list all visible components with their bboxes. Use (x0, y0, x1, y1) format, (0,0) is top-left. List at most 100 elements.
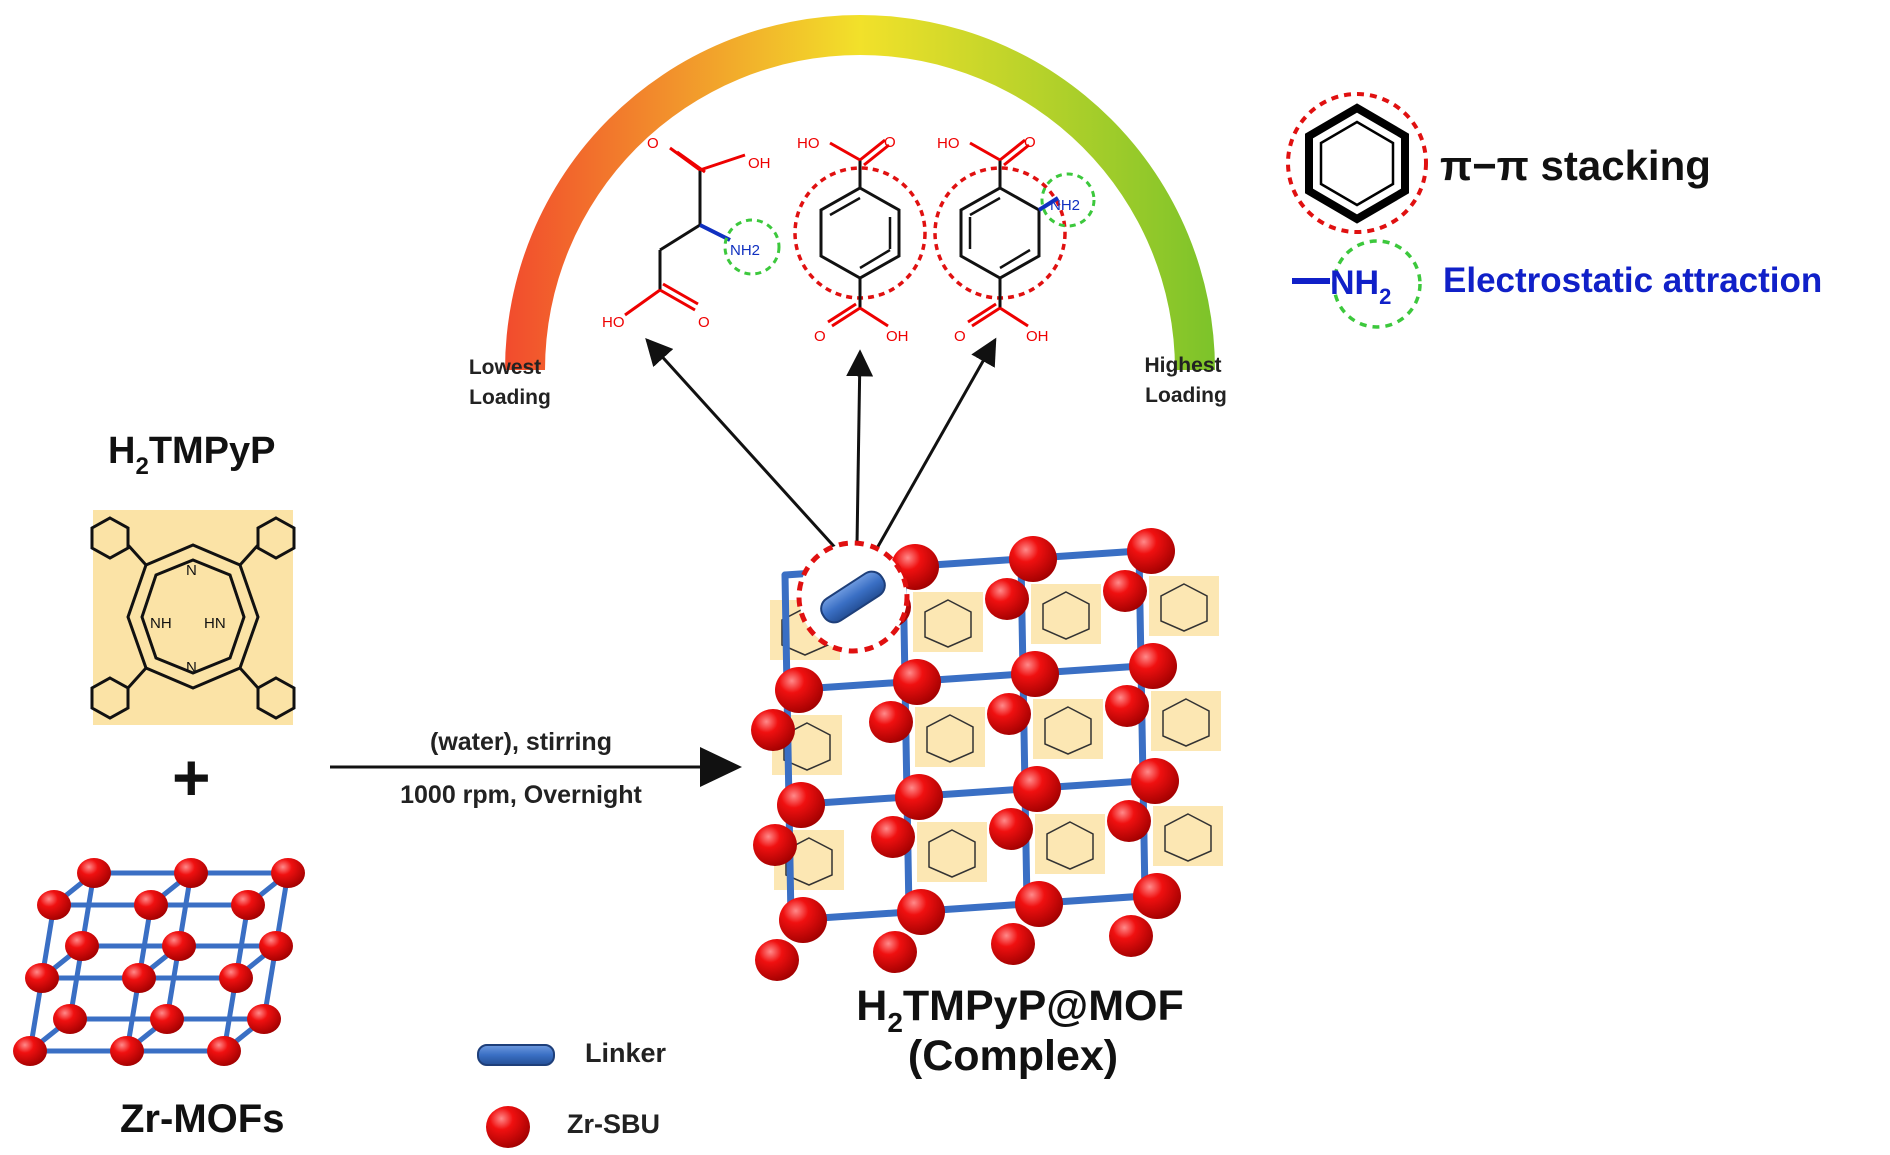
mol1-oh: OH (748, 155, 771, 172)
linker-legend-label: Linker (585, 1038, 667, 1068)
mol3-nh2-circle (1040, 172, 1096, 228)
porphyrin-tile (1149, 576, 1219, 636)
zr-sbu-node (271, 858, 305, 888)
mol1-o-top: O (647, 135, 659, 152)
zr-sbu-node (1133, 873, 1181, 919)
zr-sbu-node (1015, 881, 1063, 927)
zr-sbu-node (247, 1004, 281, 1034)
zr-sbu-node (987, 693, 1031, 735)
zr-sbu-node (13, 1036, 47, 1066)
porphyrin-tile (1035, 814, 1105, 874)
gauge-low-label-1: Lowest (469, 356, 541, 379)
benzene-icon (1305, 103, 1409, 224)
gauge-high-label-2: Loading (1145, 384, 1227, 407)
porphyrin-tile-ring (1160, 583, 1208, 632)
porphyrin-background (93, 510, 293, 725)
linker-icon (477, 1044, 555, 1066)
zr-sbu-node (985, 578, 1029, 620)
mol3-oh: OH (1026, 328, 1049, 345)
highlighted-linker (820, 570, 886, 624)
zr-sbu-node (174, 858, 208, 888)
zr-sbu-node (110, 1036, 144, 1066)
zr-sbu-node (65, 931, 99, 961)
zr-sbu-node (1127, 528, 1175, 574)
zr-sbu-node (122, 963, 156, 993)
mol3-o-top: O (1024, 134, 1036, 151)
bottom-legend: Linker Zr-SBU (477, 1038, 667, 1148)
molecule-aspartic-acid (624, 146, 746, 317)
zr-sbu-node (259, 931, 293, 961)
zr-sbu-node (219, 963, 253, 993)
mol1-nh2: NH2 (730, 242, 760, 259)
nh2-legend-text: NH2 (1330, 264, 1391, 309)
porphyrin-n-top: N (186, 562, 197, 579)
porphyrin-tile-ring (1046, 821, 1094, 870)
pi-legend-circle (1286, 92, 1428, 234)
zr-sbu-node (1107, 800, 1151, 842)
porphyrin-tile-ring (928, 829, 976, 878)
complex-label: H2TMPyP@MOF (856, 982, 1183, 1038)
porphyrin-tile-ring (926, 714, 974, 763)
zr-sbu-node (53, 1004, 87, 1034)
gauge-low-label-2: Loading (469, 386, 551, 409)
zr-sbu-node (893, 659, 941, 705)
zr-sbu-node (25, 963, 59, 993)
electrostatic-label: Electrostatic attraction (1443, 261, 1822, 300)
mol1-o-bottom: O (698, 314, 710, 331)
mol2-oh: OH (886, 328, 909, 345)
zr-sbu-node (37, 890, 71, 920)
gauge-arc (505, 15, 1215, 370)
zr-mof-label: Zr-MOFs (120, 1097, 284, 1141)
complex-label-line2: (Complex) (908, 1032, 1118, 1080)
porphyrin-tile (1031, 584, 1101, 644)
zr-sbu-node (779, 897, 827, 943)
porphyrin-tile (917, 822, 987, 882)
plus-sign: + (172, 740, 211, 814)
mol3-o-bottom: O (954, 328, 966, 345)
zr-sbu-node (1013, 766, 1061, 812)
porphyrin-tile (915, 707, 985, 767)
zr-sbu-node (991, 923, 1035, 965)
zr-sbu-node (775, 667, 823, 713)
arrow-to-mol1 (645, 337, 842, 555)
mol2-o-top: O (884, 134, 896, 151)
molecule-aspartic-labels: OH O HO O NH2 (602, 135, 781, 331)
linker-highlight (796, 540, 910, 654)
zr-sbu-node (897, 889, 945, 935)
zr-sbu-node (1103, 570, 1147, 612)
porphyrin-tile (1151, 691, 1221, 751)
zr-sbu-node (1131, 758, 1179, 804)
reaction-condition-bottom: 1000 rpm, Overnight (400, 781, 642, 809)
porphyrin-tile-ring (1042, 591, 1090, 640)
sbu-legend-label: Zr-SBU (567, 1109, 660, 1139)
zr-sbu-icon (486, 1106, 530, 1148)
gauge-high-label-1: Highest (1144, 354, 1221, 377)
porphyrin-n-bottom: N (186, 659, 197, 676)
zr-sbu-node (895, 774, 943, 820)
porphyrin-tile (1153, 806, 1223, 866)
zr-sbu-node (871, 816, 915, 858)
porphyrin-tile-ring (1162, 698, 1210, 747)
reaction-arrow: (water), stirring 1000 rpm, Overnight (330, 728, 742, 809)
zr-sbu-node (134, 890, 168, 920)
zr-sbu-node (1129, 643, 1177, 689)
porphyrin-block: H2TMPyP NH HN N N + (90, 430, 296, 814)
reaction-condition-top: (water), stirring (430, 728, 612, 756)
porphyrin-nh: NH (150, 615, 172, 632)
selection-arrows (645, 337, 997, 555)
zr-sbu-node (869, 701, 913, 743)
mol1-nh2-circle (723, 218, 781, 276)
zr-sbu-node (1009, 536, 1057, 582)
zr-sbu-node (77, 858, 111, 888)
mol3-nh2: NH2 (1050, 197, 1080, 214)
porphyrin-structure (90, 516, 296, 720)
zr-sbu-node (777, 782, 825, 828)
porphyrin-title: H2TMPyP (108, 430, 276, 480)
interaction-legend: π−π stacking NH2 Electrostatic attractio… (1286, 92, 1822, 329)
zr-sbu-node (753, 824, 797, 866)
molecule-terephthalic-acid: HO O O OH (793, 134, 927, 345)
zr-sbu-node (989, 808, 1033, 850)
arrow-to-mol2 (846, 349, 874, 546)
arrow-to-mol3 (874, 337, 997, 551)
